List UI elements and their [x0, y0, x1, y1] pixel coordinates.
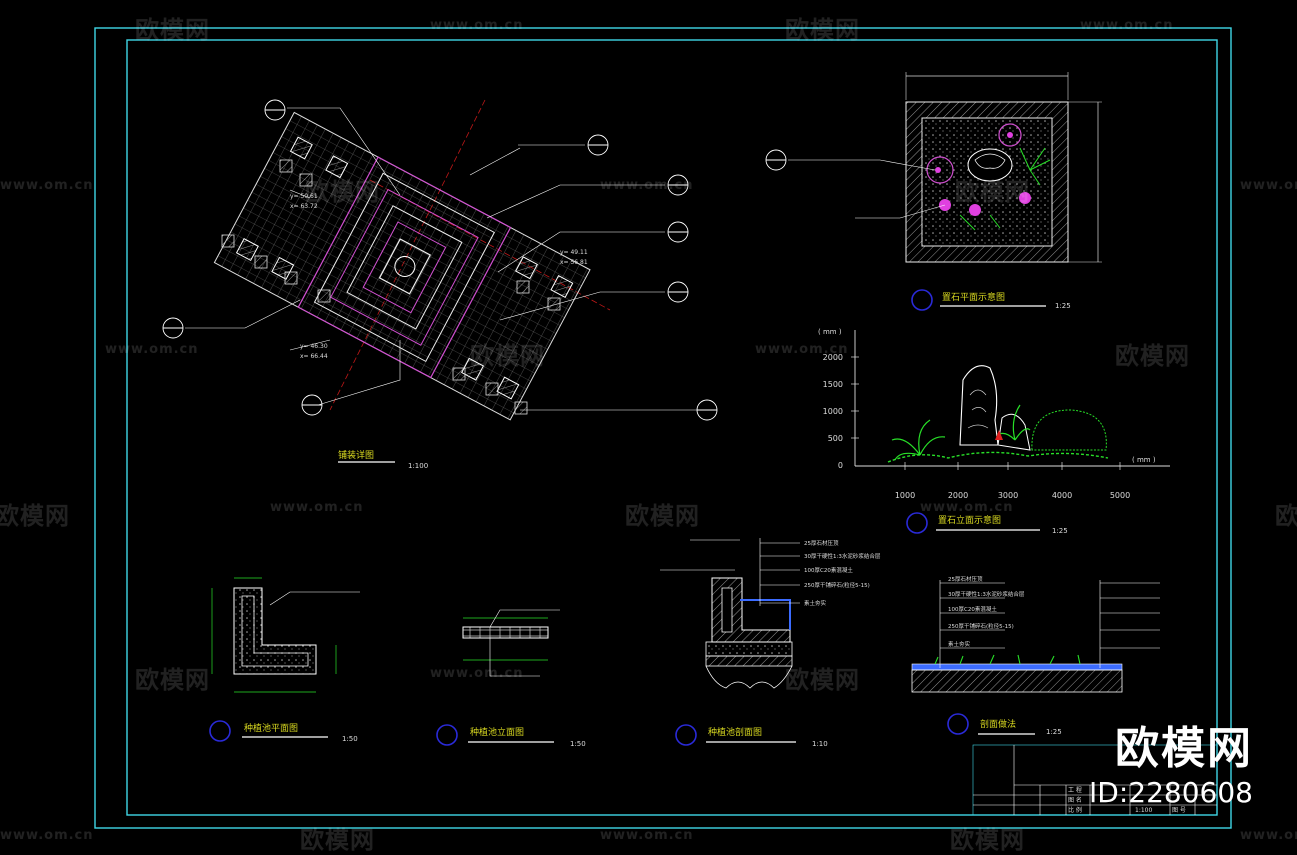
y-tick: 2000	[823, 353, 843, 362]
coord-a-x: x= 63.72	[290, 203, 318, 210]
section-label: 25厚石材压顶	[948, 575, 983, 583]
view-title-planter-section: 种植池剖面图	[708, 726, 762, 738]
rock-plan-view: 置石平面示意图 1:25	[765, 72, 1102, 311]
view-scale-section: 1:25	[1046, 728, 1062, 736]
view-scale-planter-section: 1:10	[812, 740, 828, 748]
y-tick: 500	[828, 434, 843, 443]
planter-section-label: 30厚干硬性1:3水泥砂浆结合层	[804, 552, 881, 560]
y-axis-unit: ( mm )	[818, 328, 842, 336]
planter-section-label: 250厚干铺碎石(粒径5-15)	[804, 581, 870, 589]
paving-detail-plan: y= 50.61 x= 63.72 y= 49.11 x= 56.81 y= 4…	[162, 99, 718, 470]
y-tick: 1000	[823, 407, 843, 416]
planter-section-label: 100厚C20素混凝土	[804, 566, 853, 574]
planter-plan-view: 种植池平面图 1:50	[209, 577, 360, 743]
planter-section-label: 25厚石材压顶	[804, 539, 839, 547]
view-title-planter-elevation: 种植池立面图	[470, 726, 524, 738]
coord-c-y: y= 46.30	[300, 343, 328, 350]
title-block-label: 图 名	[1068, 796, 1082, 804]
coord-b-x: x= 56.81	[560, 259, 588, 266]
view-title-paving: 铺装详图	[338, 449, 374, 461]
title-block-scale: 1:100	[1135, 807, 1152, 814]
section-label: 素土夯实	[948, 640, 971, 648]
x-tick: 4000	[1052, 491, 1072, 500]
view-number-circle	[436, 724, 458, 746]
x-tick: 1000	[895, 491, 915, 500]
x-tick: 3000	[998, 491, 1018, 500]
view-scale-rock-plan: 1:25	[1055, 302, 1071, 310]
view-number-circle	[675, 724, 697, 746]
x-tick: 2000	[948, 491, 968, 500]
planter-section-view: 25厚石材压顶 30厚干硬性1:3水泥砂浆结合层 100厚C20素混凝土 250…	[660, 538, 881, 748]
title-block-label: 比 例	[1068, 806, 1082, 814]
title-block-label: 图 号	[1172, 807, 1186, 814]
view-number-circle	[209, 720, 231, 742]
view-title-section: 剖面做法	[980, 718, 1016, 730]
y-tick: 1500	[823, 380, 843, 389]
brand-logo: 欧模网	[1115, 723, 1253, 774]
section-label: 250厚干铺碎石(粒径5-15)	[948, 622, 1014, 630]
brand-id: ID:2280608	[1089, 776, 1253, 809]
view-number-circle	[906, 512, 928, 534]
coord-c-x: x= 66.44	[300, 353, 328, 360]
view-title-planter-plan: 种植池平面图	[244, 722, 298, 734]
inner-frame	[126, 39, 1218, 816]
view-scale-rock-elevation: 1:25	[1052, 527, 1068, 535]
coord-a-y: y= 50.61	[290, 193, 318, 200]
planter-section-label: 素土夯实	[804, 599, 827, 607]
view-number-circle	[911, 289, 933, 311]
view-scale-planter-elevation: 1:50	[570, 740, 586, 748]
rock-elevation-view: ( mm ) ( mm ) 2000 1500 1000 500 0 1000 …	[818, 328, 1170, 535]
view-title-rock-elevation: 置石立面示意图	[938, 514, 1001, 526]
view-scale-planter-plan: 1:50	[342, 735, 358, 743]
section-label: 100厚C20素混凝土	[948, 605, 997, 613]
view-title-rock-plan: 置石平面示意图	[942, 291, 1005, 303]
outer-frame	[94, 27, 1232, 829]
section-label: 30厚干硬性1:3水泥砂浆结合层	[948, 590, 1025, 598]
view-number-circle	[947, 713, 969, 735]
x-tick: 5000	[1110, 491, 1130, 500]
planter-elevation-view: 种植池立面图 1:50	[436, 609, 586, 748]
section-detail-view: 25厚石材压顶 30厚干硬性1:3水泥砂浆结合层 100厚C20素混凝土 250…	[911, 575, 1160, 736]
title-block	[972, 744, 1218, 816]
view-scale-paving: 1:100	[408, 462, 428, 470]
y-tick: 0	[838, 461, 843, 470]
x-axis-unit: ( mm )	[1132, 456, 1156, 464]
title-block-label: 工 程	[1068, 786, 1082, 794]
coord-b-y: y= 49.11	[560, 249, 588, 256]
